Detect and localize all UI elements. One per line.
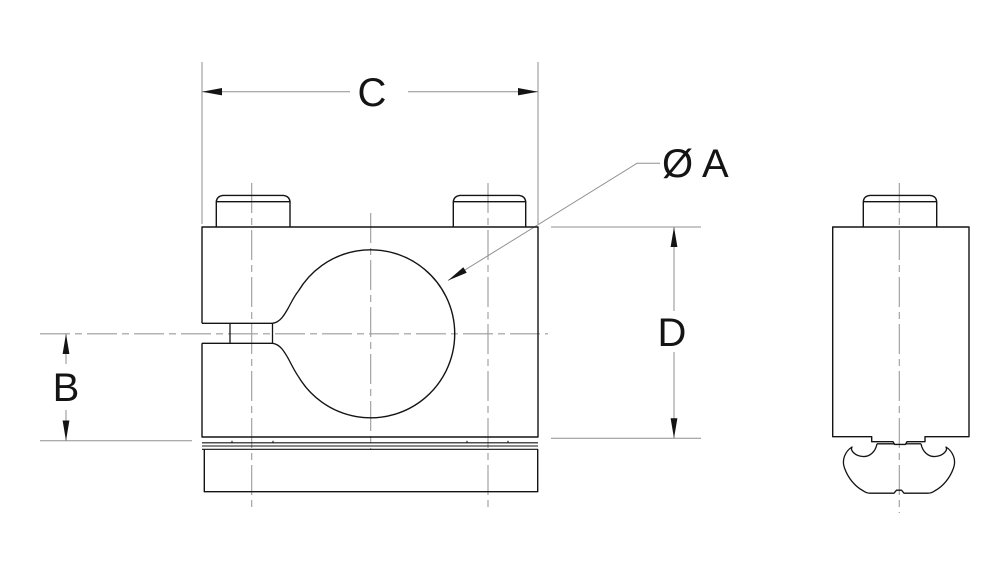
dimension-arrowheads <box>62 88 678 441</box>
dim-label-b: B <box>53 366 80 410</box>
dimension-lines <box>40 62 701 442</box>
bolt1-cap <box>215 194 291 203</box>
base-plate <box>203 449 539 493</box>
dim-c-arrow-right <box>518 88 538 96</box>
side-rail-nut <box>842 443 956 494</box>
bolt2-cap <box>452 194 527 203</box>
front-bolt-2 <box>452 194 527 227</box>
centerlines <box>40 183 900 513</box>
side-bolt-cap <box>862 194 938 203</box>
bore-circle <box>297 249 456 419</box>
dimension-labels: C B D Ø A <box>53 71 729 410</box>
leader-bore-diameter-line <box>447 162 660 281</box>
dim-d-arrow-up <box>670 227 678 247</box>
side-bolt <box>862 194 938 227</box>
front-bolt-1 <box>215 194 291 227</box>
slit-lower-lip <box>272 342 300 378</box>
side-body-outline <box>832 226 970 446</box>
dim-label-c: C <box>358 71 387 115</box>
leader-bore-arrow <box>448 267 467 281</box>
dim-d-arrow-down <box>670 418 678 439</box>
nut-outline <box>842 443 956 494</box>
front-view <box>201 194 539 493</box>
dim-b-arrow-down <box>62 420 70 441</box>
dim-label-d: D <box>658 311 687 355</box>
slit-upper-lip <box>272 290 299 324</box>
side-view <box>832 194 970 494</box>
front-slit-hinge <box>202 290 300 378</box>
dim-b-arrow-up <box>62 333 70 354</box>
serration-strip <box>202 440 538 450</box>
dim-label-bore-diameter: Ø A <box>662 142 729 186</box>
front-body-outline <box>201 226 539 438</box>
dim-c-arrow-left <box>202 88 222 96</box>
